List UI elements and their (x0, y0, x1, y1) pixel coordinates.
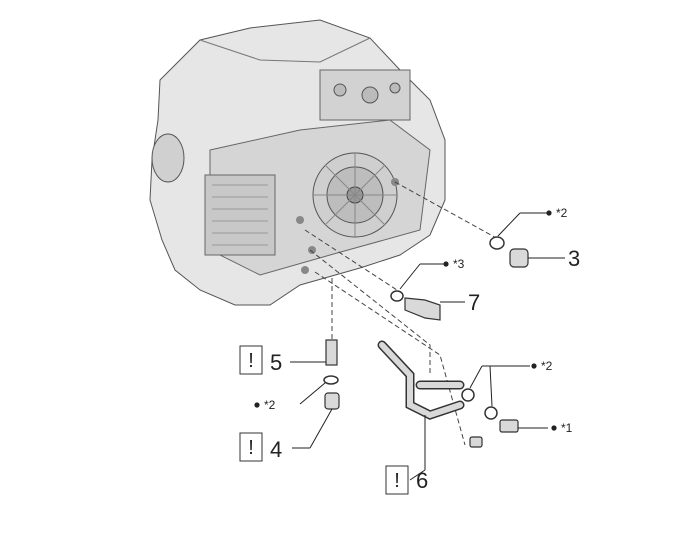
caution-box-4: ! (239, 432, 263, 462)
marker-label: *2 (556, 206, 568, 220)
caution-box-5: ! (239, 345, 263, 375)
callout-number: 7 (468, 290, 480, 315)
callout-number: 5 (270, 350, 282, 375)
svg-text:!: ! (248, 350, 254, 372)
part-6-cooler-tube (377, 340, 548, 481)
part-5-pipe (290, 339, 338, 366)
bullet-dot (443, 261, 449, 267)
bullet-dot (254, 402, 260, 408)
caution-box-6: ! (385, 465, 409, 495)
marker-label: *2 (541, 359, 553, 373)
bullet-dot (551, 425, 557, 431)
callout-number: 3 (568, 246, 580, 271)
transmission-assembly-illustration (149, 19, 446, 306)
bullet-dot (531, 363, 537, 369)
callout-number: 6 (416, 468, 428, 493)
part-4-plug (292, 375, 340, 449)
marker-label: *1 (561, 421, 573, 435)
callout-number: 4 (270, 437, 282, 462)
marker-label: *2 (264, 398, 276, 412)
svg-text:!: ! (394, 470, 400, 492)
svg-text:!: ! (248, 437, 254, 459)
marker-label: *3 (453, 257, 465, 271)
bullet-dot (546, 210, 552, 216)
part-7-fitting (390, 263, 465, 321)
alignment-lines (304, 181, 501, 446)
part-3-drain-plug (489, 212, 565, 268)
